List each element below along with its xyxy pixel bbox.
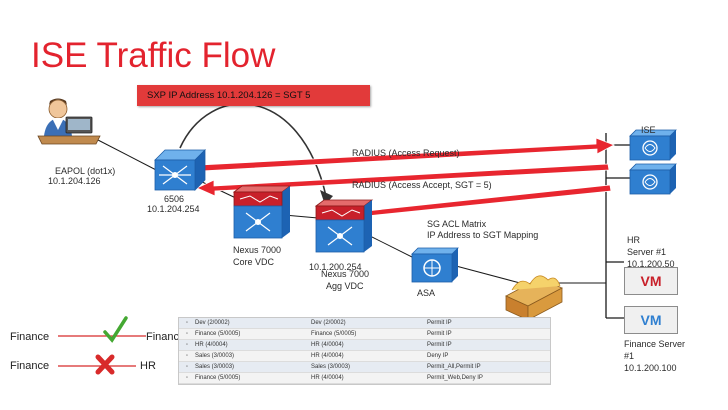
table-cell-checkbox[interactable]: ▫: [185, 342, 189, 348]
nexus-core-vdc-icon: [232, 185, 292, 239]
policy-allow-source: Finance: [10, 331, 50, 343]
firewall-icon: [505, 275, 563, 321]
nexus-agg-vdc-icon: [314, 199, 374, 253]
asa-to-firewall-link: [455, 265, 521, 284]
ise-server-icon-b: [629, 163, 677, 195]
table-cell-source: HR (4/0004): [195, 342, 228, 348]
policy-deny-source: Finance: [10, 360, 50, 372]
sxp-arrow-head: [320, 190, 333, 205]
finance-server-ip-label: 10.1.200.100: [624, 363, 677, 373]
sxp-mapping-label: SXP IP Address 10.1.204.126 = SGT 5: [137, 85, 370, 106]
switch-6506-icon: [154, 149, 206, 191]
policy-allow-destination: Finance: [146, 331, 186, 343]
table-row: ▫ Dev (2/0002) Dev (2/0002) Permit IP: [179, 318, 550, 329]
table-cell-destination: Dev (2/0002): [311, 320, 346, 326]
ise-server-icon-a: [629, 129, 677, 161]
hr-server-label-line2: Server #1: [627, 247, 667, 257]
switch-name-label: 6506: [164, 194, 185, 204]
table-cell-policy: Permit IP: [427, 342, 452, 348]
agg-vdc-label-line1: Nexus 7000: [321, 269, 370, 279]
table-cell-policy: Permit_All,Permit IP: [427, 364, 481, 370]
finance-server-vm-icon: VM: [624, 306, 678, 334]
table-cell-policy: Deny IP: [427, 353, 449, 359]
finance-server-label-line1: Finance Server: [624, 339, 686, 349]
client-to-switch-link: [97, 139, 161, 173]
table-cell-policy: Permit IP: [427, 331, 452, 337]
table-cell-source: Sales (3/0003): [195, 353, 235, 359]
table-cell-destination: HR (4/0004): [311, 353, 344, 359]
table-cell-policy: Permit_Web,Deny IP: [427, 375, 483, 381]
page-title: ISE Traffic Flow: [31, 36, 276, 75]
table-cell-checkbox[interactable]: ▫: [185, 375, 189, 381]
table-cell-destination: Finance (5/0005): [311, 331, 357, 337]
sg-acl-label-line1: SG ACL Matrix: [427, 219, 487, 229]
eapol-label: EAPOL (dot1x): [55, 166, 116, 176]
sg-acl-matrix-table: ▫ Dev (2/0002) Dev (2/0002) Permit IP ▫ …: [178, 317, 551, 385]
deny-cross-icon: [58, 354, 136, 375]
asa-label: ASA: [417, 288, 436, 298]
hr-server-label-line1: HR: [627, 235, 640, 245]
table-cell-source: Finance (5/0005): [195, 375, 241, 381]
agg-vdc-label-line2: Agg VDC: [326, 281, 364, 291]
core-vdc-label-line2: Core VDC: [233, 257, 275, 267]
table-cell-policy: Permit IP: [427, 320, 452, 326]
table-row: ▫ Sales (3/0003) HR (4/0004) Deny IP: [179, 351, 550, 362]
client-ip-label: 10.1.204.126: [48, 176, 101, 186]
radius-accept-arrow: [196, 163, 610, 197]
table-row: ▫ HR (4/0004) HR (4/0004) Permit IP: [179, 340, 550, 351]
hr-server-vm-icon: VM: [624, 267, 678, 295]
table-cell-checkbox[interactable]: ▫: [185, 331, 189, 337]
radius-request-arrow: [199, 137, 615, 172]
ise-label: ISE: [641, 125, 656, 135]
sg-acl-label-line2: IP Address to SGT Mapping: [427, 230, 539, 240]
table-cell-source: Sales (3/0003): [195, 364, 235, 370]
table-row: ▫ Finance (5/0005) HR (4/0004) Permit_We…: [179, 373, 550, 384]
core-vdc-label-line1: Nexus 7000: [233, 245, 282, 255]
agg-ip-label: 10.1.200.254: [309, 262, 362, 272]
table-cell-source: Dev (2/0002): [195, 320, 230, 326]
table-row: ▫ Finance (5/0005) Finance (5/0005) Perm…: [179, 329, 550, 340]
asa-icon: [411, 247, 459, 283]
user-workstation-icon: [37, 98, 101, 145]
radius-request-label: RADIUS (Access Request): [352, 148, 460, 158]
table-cell-checkbox[interactable]: ▫: [185, 320, 189, 326]
finance-server-label-line2: #1: [624, 351, 635, 361]
policy-deny-destination: HR: [140, 360, 156, 372]
allow-check-icon: [58, 316, 146, 343]
table-cell-checkbox[interactable]: ▫: [185, 353, 189, 359]
table-cell-destination: Sales (3/0003): [311, 364, 351, 370]
radius-accept-label: RADIUS (Access Accept, SGT = 5): [352, 180, 492, 190]
table-row: ▫ Sales (3/0003) Sales (3/0003) Permit_A…: [179, 362, 550, 373]
table-cell-destination: HR (4/0004): [311, 342, 344, 348]
table-cell-destination: HR (4/0004): [311, 375, 344, 381]
switch-ip-label: 10.1.204.254: [147, 204, 200, 214]
table-cell-checkbox[interactable]: ▫: [185, 364, 189, 370]
hr-server-ip-label: 10.1.200.50: [627, 259, 675, 269]
table-cell-source: Finance (5/0005): [195, 331, 241, 337]
